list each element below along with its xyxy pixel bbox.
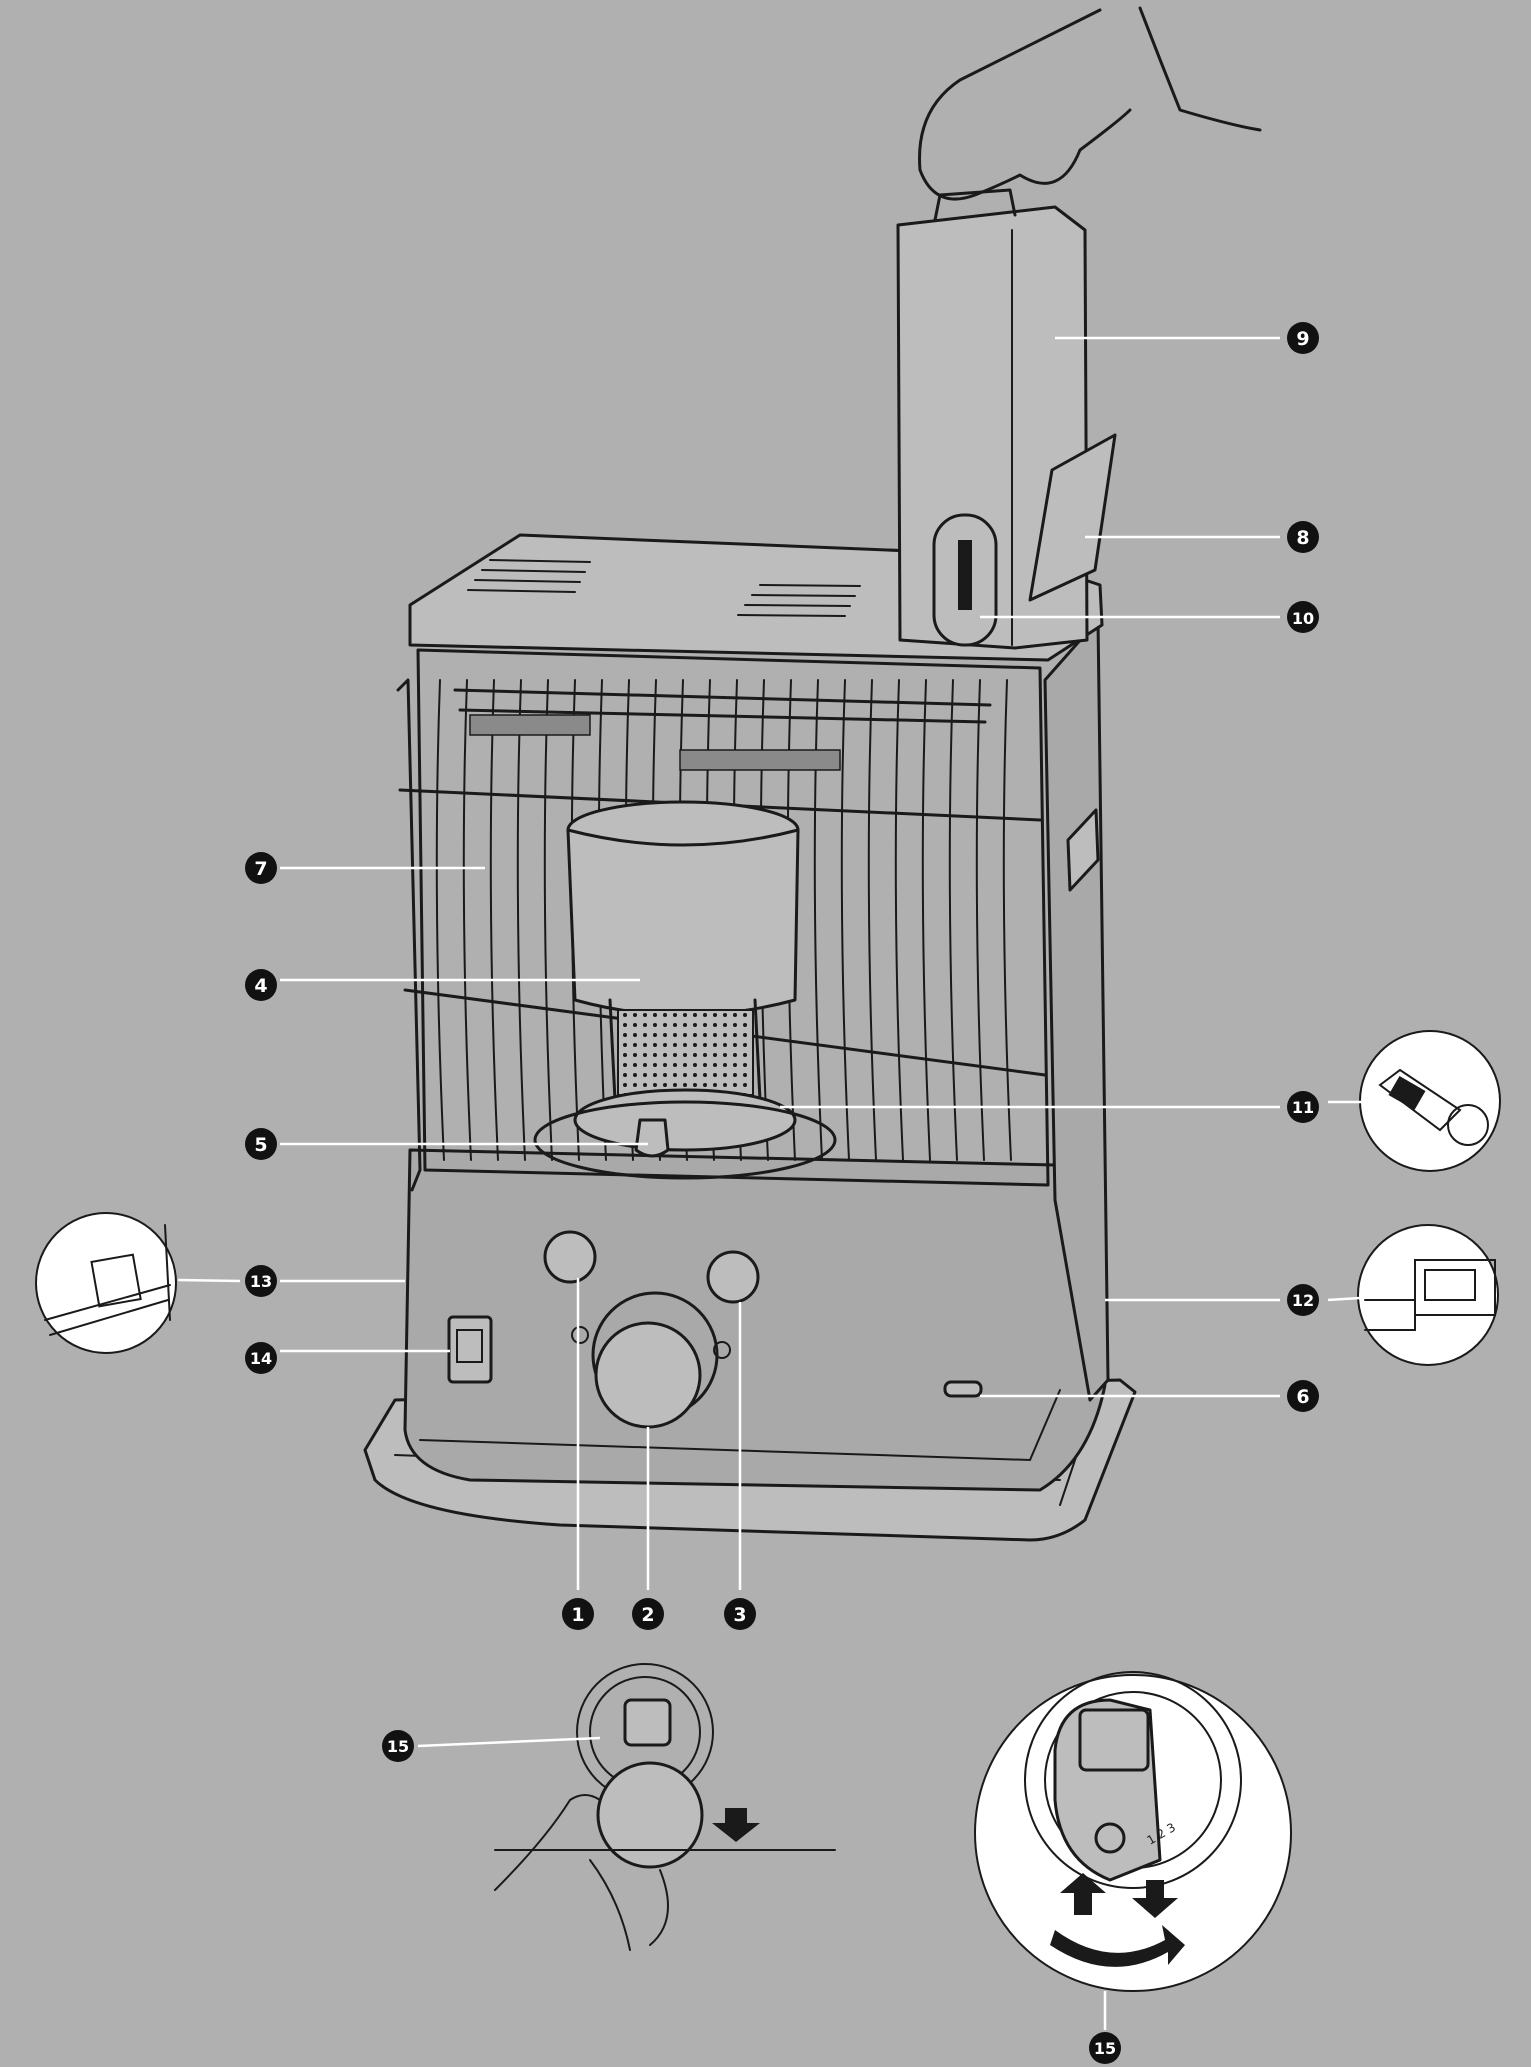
tank-flap bbox=[1028, 433, 1117, 602]
callout-markers: 1 2 3 4 5 6 7 8 9 10 11 bbox=[245, 322, 1319, 2064]
reflector-strip bbox=[679, 749, 841, 771]
svg-text:5: 5 bbox=[254, 1134, 267, 1156]
svg-text:8: 8 bbox=[1296, 527, 1309, 549]
reflector-strip bbox=[469, 714, 591, 736]
callout-15-bottom: 15 bbox=[1089, 2032, 1121, 2064]
heater-illustration bbox=[363, 533, 1137, 1542]
inset-wick-detail bbox=[35, 1212, 177, 1354]
grille-bar bbox=[840, 679, 850, 1161]
grille-bar bbox=[813, 679, 823, 1161]
callout-3: 3 bbox=[724, 1598, 756, 1630]
dial-knob bbox=[596, 1761, 704, 1869]
indicator-right bbox=[706, 1250, 760, 1304]
callout-6: 6 bbox=[1287, 1380, 1319, 1412]
lower-housing bbox=[403, 1148, 1107, 1492]
callout-4: 4 bbox=[245, 969, 277, 1001]
rotate-arrow bbox=[1050, 1925, 1185, 1967]
svg-text:6: 6 bbox=[1296, 1386, 1309, 1408]
fuel-gauge-window bbox=[943, 1380, 983, 1398]
svg-text:7: 7 bbox=[254, 858, 267, 880]
callout-14: 14 bbox=[245, 1342, 277, 1374]
leader-line bbox=[1327, 1296, 1361, 1302]
window-frame bbox=[416, 648, 1050, 1187]
svg-text:1: 1 bbox=[571, 1604, 584, 1626]
svg-text:15: 15 bbox=[387, 1737, 409, 1756]
inset-battery-box bbox=[1357, 1224, 1499, 1366]
up-arrow bbox=[1060, 1873, 1106, 1915]
callout-15-left: 15 bbox=[382, 1730, 414, 1762]
tank-handle bbox=[933, 188, 1017, 222]
igniter bbox=[634, 1118, 670, 1158]
callout-2: 2 bbox=[632, 1598, 664, 1630]
svg-text:10: 10 bbox=[1292, 609, 1314, 628]
side-handle bbox=[1066, 808, 1100, 892]
dial-removal-illustration bbox=[494, 1663, 836, 1951]
power-switch bbox=[447, 1315, 493, 1384]
svg-text:11: 11 bbox=[1292, 1098, 1314, 1117]
grille-bar bbox=[867, 679, 877, 1161]
hand-lower bbox=[494, 1794, 669, 1951]
burner-mesh bbox=[617, 1009, 754, 1096]
svg-text:9: 9 bbox=[1296, 328, 1309, 350]
grille-bar bbox=[894, 679, 904, 1161]
callout-13: 13 bbox=[245, 1265, 277, 1297]
callout-11: 11 bbox=[1287, 1091, 1319, 1123]
svg-text:3: 3 bbox=[733, 1604, 746, 1626]
down-arrow bbox=[1132, 1880, 1178, 1918]
callout-8: 8 bbox=[1287, 521, 1319, 553]
callout-5: 5 bbox=[245, 1128, 277, 1160]
grille-bar bbox=[462, 679, 472, 1161]
grille-bar bbox=[948, 679, 958, 1161]
leader-lines bbox=[177, 336, 1362, 1748]
svg-text:13: 13 bbox=[250, 1272, 272, 1291]
callout-7: 7 bbox=[245, 852, 277, 884]
indicator-left bbox=[543, 1230, 597, 1284]
callout-12: 12 bbox=[1287, 1284, 1319, 1316]
grille-bar bbox=[435, 679, 445, 1161]
svg-text:2: 2 bbox=[641, 1604, 654, 1626]
grille-bar bbox=[921, 679, 931, 1161]
control-dial bbox=[594, 1321, 702, 1429]
leader-line bbox=[417, 1736, 601, 1748]
grille-bar bbox=[489, 679, 499, 1161]
callout-10: 10 bbox=[1287, 601, 1319, 633]
hand bbox=[918, 6, 1262, 201]
grille-bar bbox=[975, 679, 985, 1161]
down-arrow-small bbox=[712, 1808, 760, 1842]
svg-text:15: 15 bbox=[1094, 2039, 1116, 2058]
top-vents bbox=[467, 559, 861, 617]
fuel-tank-illustration bbox=[896, 6, 1262, 650]
inset-ignition-bulb bbox=[1359, 1030, 1501, 1172]
tank-gauge-scale bbox=[958, 540, 972, 610]
callout-9: 9 bbox=[1287, 322, 1319, 354]
callout-1: 1 bbox=[562, 1598, 594, 1630]
grille-bar bbox=[543, 679, 553, 1161]
leader-line bbox=[177, 1278, 241, 1283]
svg-text:4: 4 bbox=[254, 975, 267, 997]
grille-bar bbox=[516, 679, 526, 1161]
dial-adjust-illustration: 1 2 3 bbox=[974, 1671, 1292, 2030]
svg-text:12: 12 bbox=[1292, 1291, 1314, 1310]
svg-text:14: 14 bbox=[250, 1349, 272, 1368]
grille-bar bbox=[1002, 679, 1012, 1161]
burner-assembly bbox=[533, 800, 837, 1180]
